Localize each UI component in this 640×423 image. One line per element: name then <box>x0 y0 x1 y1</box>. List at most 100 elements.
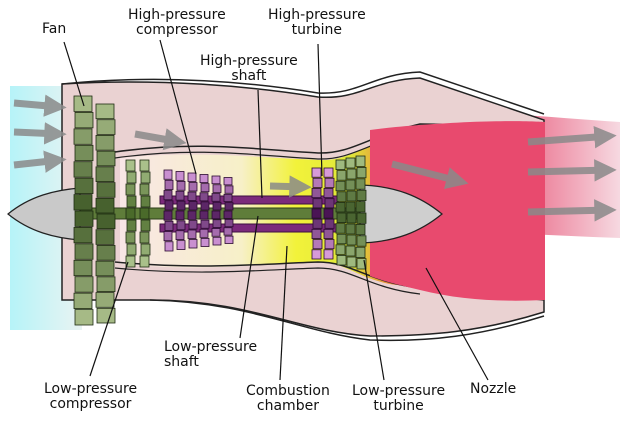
leader-hp-shaft <box>257 89 263 199</box>
fan-blade-segment <box>73 161 93 178</box>
fan-blade-segment <box>74 309 94 326</box>
lp-compressor-blade-segment <box>126 195 137 208</box>
exhaust-arrow-2 <box>527 159 617 182</box>
hp-compressor-blade-segment <box>199 174 209 184</box>
lp-compressor-blade-segment <box>139 159 150 172</box>
hp-compressor-blade-segment <box>211 193 221 202</box>
hp-compressor-blade-segment <box>164 179 174 190</box>
hp-compressor-blade-segment <box>188 220 198 230</box>
hp-compressor-blade-segment <box>164 241 174 252</box>
fan-blade-segment <box>73 227 93 244</box>
hp-compressor-blade-segment <box>199 210 209 220</box>
lp-turbine-blade-segment <box>355 201 366 213</box>
hp-turbine-blade-segment <box>324 198 335 209</box>
leader-lp-shaft <box>239 215 259 339</box>
lp-turbine-blade-segment <box>336 254 347 266</box>
nacelle-outer-lip <box>61 71 545 115</box>
high-pressure-shaft-lower <box>159 223 339 233</box>
hp-compressor-blade-segment <box>187 191 197 201</box>
label-lp-compressor-line1: Low-pressure <box>44 381 138 397</box>
hp-compressor-blade-segment <box>175 230 185 241</box>
exhaust-arrow-3 <box>527 199 617 222</box>
hp-turbine-blade-segment <box>311 208 322 219</box>
leader-lp-compressor <box>89 261 129 377</box>
low-pressure-compressor-blades <box>125 159 151 268</box>
hp-turbine-blade-segment <box>311 249 322 260</box>
hp-compressor-blade-segment <box>164 200 174 211</box>
fan-blade-segment <box>73 259 93 277</box>
hp-compressor-blade-segment <box>224 202 234 211</box>
fan-blade-segment <box>74 177 94 194</box>
lp-turbine-blade-segment <box>346 256 357 268</box>
hp-compressor-blade-segment <box>212 219 222 228</box>
hp-compressor-blade-segment <box>223 177 233 186</box>
leader-lp-turbine <box>363 259 385 381</box>
lp-compressor-blade-segment <box>140 219 151 232</box>
label-lp-turbine-line2: turbine <box>373 398 424 414</box>
fan-blade-segment <box>96 182 116 198</box>
lp-turbine-blade-segment <box>345 157 356 169</box>
lp-turbine-blade-segment <box>335 223 346 234</box>
intake-arrow-3 <box>13 150 67 173</box>
fan-blade-segment <box>95 166 115 182</box>
label-hp-turbine-line1: High-pressure <box>268 7 366 23</box>
lp-compressor-blade-segment <box>125 207 136 220</box>
lp-turbine-blade-segment <box>336 191 347 202</box>
fan-blade-segment <box>73 292 93 309</box>
hp-compressor-blade-segment <box>187 172 197 182</box>
fan-blade-segment <box>95 292 115 308</box>
hp-compressor-blade-segment <box>199 192 209 202</box>
label-hp-shaft-line1: High-pressure <box>200 53 298 69</box>
hp-turbine-blade-segment <box>312 177 323 188</box>
lp-turbine-blade-segment <box>346 168 357 180</box>
label-low-pressure-turbine: Low-pressure turbine <box>352 384 445 414</box>
fan-blades <box>73 95 116 326</box>
hp-compressor-blade-segment <box>187 229 197 239</box>
label-high-pressure-compressor: High-pressure compressor <box>128 8 226 38</box>
leader-lines <box>63 39 489 381</box>
hp-turbine-blade-segment <box>312 239 323 250</box>
leader-fan <box>63 41 85 107</box>
fan-blade-segment <box>74 243 94 260</box>
fan-blade-segment <box>95 103 115 120</box>
leader-nozzle <box>425 267 489 381</box>
hp-turbine-blade-segment <box>324 177 335 188</box>
hp-compressor-blade-segment <box>176 200 186 211</box>
lp-compressor-blade-segment <box>125 183 136 196</box>
fan-blade-segment <box>96 150 116 167</box>
lp-turbine-blade-segment <box>335 244 346 255</box>
lp-turbine-blade-segment <box>346 212 357 224</box>
hp-compressor-blade-segment <box>223 210 233 219</box>
lp-turbine-blade-segment <box>355 223 366 236</box>
fan-blade-segment <box>95 135 115 151</box>
fan-blade-segment <box>95 229 115 245</box>
lp-turbine-blade-segment <box>335 180 346 192</box>
leader-combustion <box>279 245 288 381</box>
label-hp-shaft-line2: shaft <box>231 68 267 84</box>
hp-compressor-blade-segment <box>212 201 222 211</box>
label-hp-compressor-line2: compressor <box>135 22 218 38</box>
hp-compressor-blade-segment <box>176 220 186 231</box>
hp-turbine-blade-segment <box>311 167 322 178</box>
hp-compressor-blade-segment <box>223 227 233 236</box>
hp-turbine-blade-segment <box>311 228 322 239</box>
lp-turbine-blade-segment <box>356 212 367 224</box>
bypass-arrow <box>134 128 187 151</box>
high-pressure-compressor-blades <box>163 169 234 252</box>
lp-compressor-blade-segment <box>140 243 151 256</box>
lp-turbine-blade-segment <box>345 179 356 191</box>
hp-compressor-blade-segment <box>175 210 185 221</box>
lp-compressor-blade-segment <box>125 255 136 268</box>
hp-compressor-blade-segment <box>200 183 210 193</box>
lp-turbine-blade-segment <box>336 233 347 245</box>
label-hp-compressor-line1: High-pressure <box>128 7 226 23</box>
lp-compressor-blade-segment <box>126 171 137 184</box>
core-casing-bottom-inner <box>114 267 421 295</box>
lp-compressor-blade-segment <box>139 183 150 196</box>
fan-blade-segment <box>73 194 93 211</box>
lp-turbine-blade-segment <box>356 189 367 201</box>
hp-compressor-blade-segment <box>199 228 209 238</box>
lp-turbine-blade-segment <box>356 235 367 247</box>
fan-blade-segment <box>74 276 94 293</box>
